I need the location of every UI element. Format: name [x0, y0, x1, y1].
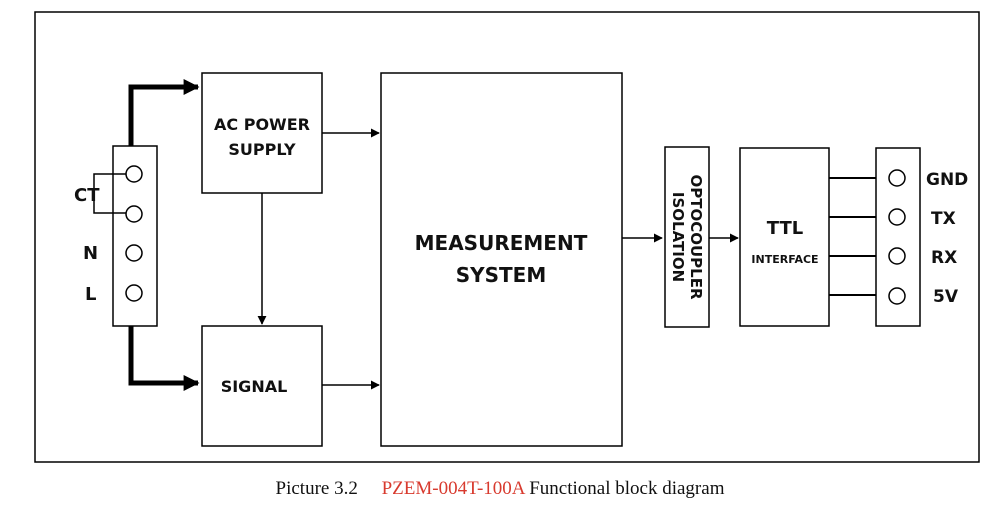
measurement-label-line1: MEASUREMENT [415, 231, 588, 255]
optocoupler-label-line2: ISOLATION [669, 192, 687, 282]
interface-label: INTERFACE [751, 253, 818, 266]
signal-block [201, 325, 323, 447]
measurement-label-line2: SYSTEM [456, 263, 547, 287]
terminal-hole-gnd [888, 169, 906, 187]
terminal-hole-l [125, 284, 143, 302]
ttl-label: TTL [767, 218, 803, 239]
label-l: L [85, 284, 96, 305]
label-rx: RX [931, 248, 957, 268]
caption-prefix: Picture 3.2 [275, 478, 358, 499]
ac-power-label-line1: AC POWER [214, 115, 310, 134]
caption-model: PZEM-004T-100A [381, 478, 525, 499]
label-tx: TX [931, 209, 956, 229]
terminal-hole-n [125, 244, 143, 262]
optocoupler-block [664, 146, 710, 328]
ct-bracket-line [93, 173, 126, 214]
ttl-interface-block [739, 147, 830, 327]
terminal-hole-ct1 [125, 165, 143, 183]
label-ct: CT [74, 185, 100, 206]
outer-frame [34, 11, 980, 463]
optocoupler-label-line1: OPTOCOUPLER [687, 174, 705, 299]
label-gnd: GND [926, 170, 968, 190]
label-n: N [83, 243, 98, 264]
terminal-hole-5v [888, 287, 906, 305]
signal-label: SIGNAL [221, 377, 288, 396]
terminal-hole-rx [888, 247, 906, 265]
ac-power-label-line2: SUPPLY [228, 140, 296, 159]
bold-path-to-signal [128, 326, 200, 392]
terminal-hole-ct2 [125, 205, 143, 223]
bold-path-to-ac-power [128, 78, 200, 146]
caption-suffix: Functional block diagram [529, 478, 725, 499]
label-5v: 5V [933, 287, 959, 307]
figure-caption: Picture 3.2 PZEM-004T-100A Functional bl… [0, 478, 1000, 500]
terminal-hole-tx [888, 208, 906, 226]
measurement-system-block [380, 72, 623, 447]
